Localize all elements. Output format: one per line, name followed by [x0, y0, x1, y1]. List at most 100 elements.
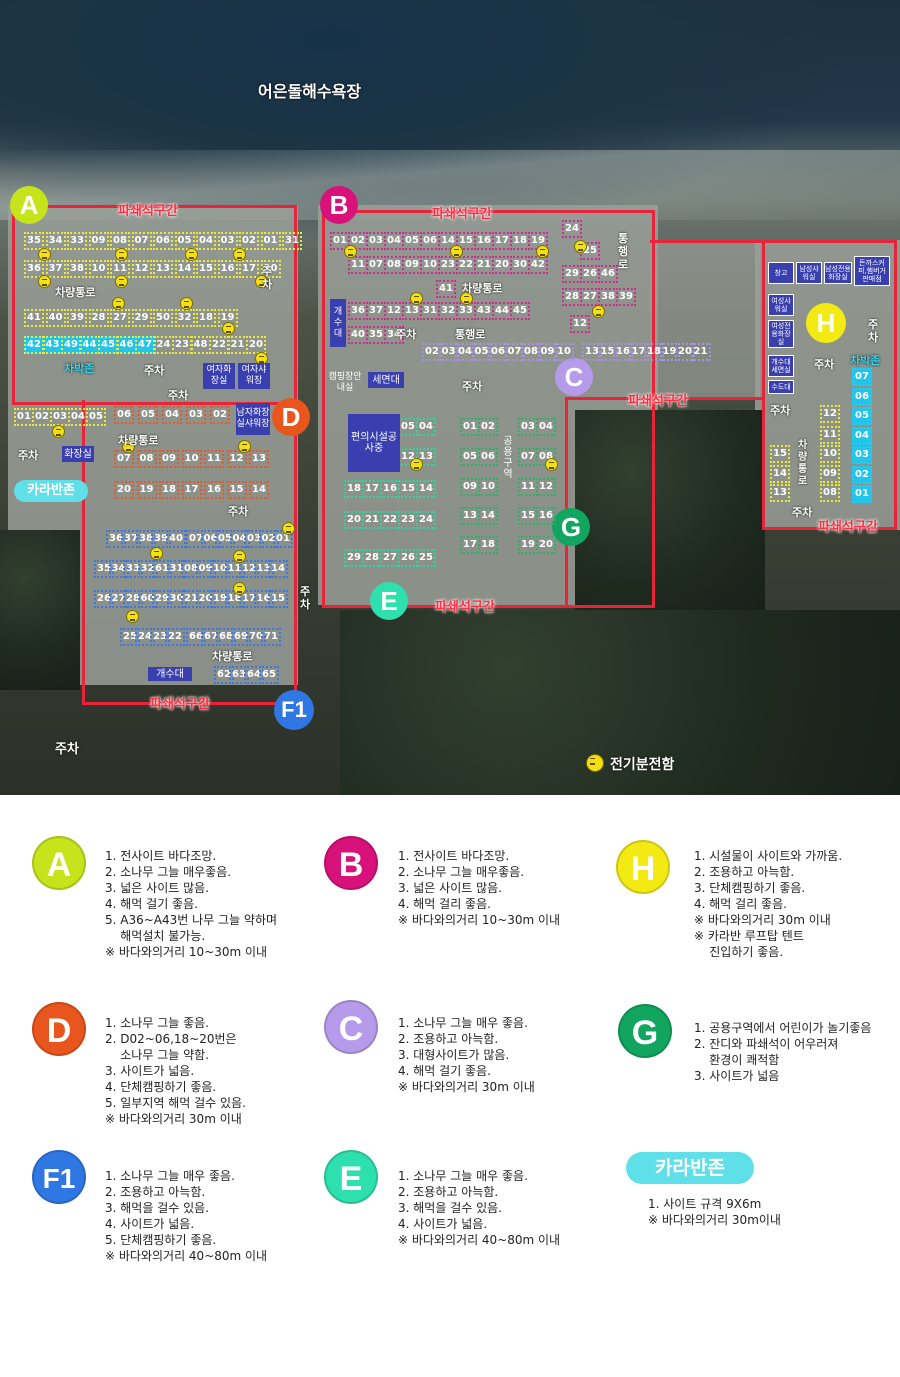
campsite-plot[interactable]: 41: [436, 280, 456, 298]
campsite-plot[interactable]: 29: [344, 549, 364, 567]
campsite-plot[interactable]: 13: [249, 450, 269, 468]
campsite-plot[interactable]: 23: [438, 256, 458, 274]
campsite-plot[interactable]: 16: [217, 260, 238, 278]
campsite-plot[interactable]: 12: [820, 405, 840, 423]
campsite-plot[interactable]: 04: [416, 418, 436, 436]
campsite-plot[interactable]: 03: [244, 530, 264, 548]
campsite-plot[interactable]: 29: [131, 309, 152, 327]
campsite-plot[interactable]: 06: [488, 343, 508, 361]
campsite-plot[interactable]: 08: [136, 450, 157, 468]
campsite-plot[interactable]: 07: [131, 232, 152, 250]
campsite-plot[interactable]: 17: [460, 536, 480, 554]
campsite-plot[interactable]: 33: [67, 232, 87, 250]
campsite-plot[interactable]: 27: [380, 549, 400, 567]
campsite-plot[interactable]: 14: [174, 260, 195, 278]
campsite-plot[interactable]: 20: [675, 343, 695, 361]
campsite-plot[interactable]: 07: [186, 530, 206, 548]
campsite-plot[interactable]: 24: [562, 220, 582, 238]
campsite-plot[interactable]: 13: [153, 260, 173, 278]
campsite-plot[interactable]: 39: [67, 309, 87, 327]
campsite-plot[interactable]: 46: [116, 336, 137, 354]
campsite-plot[interactable]: 06: [200, 530, 221, 548]
campsite-plot[interactable]: 41: [24, 309, 44, 327]
campsite-plot[interactable]: 36: [348, 302, 368, 320]
campsite-plot[interactable]: 16: [253, 590, 274, 608]
campsite-plot[interactable]: 17: [362, 480, 382, 498]
campsite-plot[interactable]: 65: [259, 666, 279, 684]
campsite-plot[interactable]: 02: [478, 418, 498, 436]
campsite-plot[interactable]: 24: [416, 511, 436, 529]
campsite-plot[interactable]: 18: [510, 232, 530, 250]
campsite-plot[interactable]: 07: [366, 256, 386, 274]
campsite-plot[interactable]: 26: [398, 549, 418, 567]
campsite-plot[interactable]: 67: [201, 628, 221, 646]
campsite-plot[interactable]: 25: [120, 628, 140, 646]
campsite-plot[interactable]: 11: [518, 478, 538, 496]
campsite-plot[interactable]: 30: [510, 256, 530, 274]
campsite-plot[interactable]: 03: [852, 446, 872, 464]
campsite-plot[interactable]: 45: [98, 336, 118, 354]
campsite-plot[interactable]: 28: [362, 549, 382, 567]
campsite-plot[interactable]: 21: [690, 343, 711, 361]
campsite-plot[interactable]: 09: [402, 256, 422, 274]
campsite-plot[interactable]: 19: [210, 590, 230, 608]
campsite-plot[interactable]: 12: [570, 315, 590, 333]
campsite-plot[interactable]: 38: [136, 530, 156, 548]
campsite-plot[interactable]: 10: [210, 560, 230, 578]
campsite-plot[interactable]: 43: [42, 336, 63, 354]
campsite-plot[interactable]: 37: [45, 260, 66, 278]
campsite-plot[interactable]: 21: [227, 336, 248, 354]
campsite-plot[interactable]: 06: [478, 448, 498, 466]
campsite-plot[interactable]: 04: [536, 418, 556, 436]
campsite-plot[interactable]: 05: [215, 530, 235, 548]
campsite-plot[interactable]: 24: [135, 628, 155, 646]
campsite-plot[interactable]: 02: [32, 408, 52, 426]
campsite-plot[interactable]: 10: [181, 450, 202, 468]
campsite-plot[interactable]: 40: [166, 530, 186, 548]
campsite-plot[interactable]: 10: [554, 343, 574, 361]
campsite-plot[interactable]: 30: [166, 590, 187, 608]
campsite-plot[interactable]: 14: [249, 481, 269, 499]
campsite-plot[interactable]: 19: [136, 481, 157, 499]
campsite-plot[interactable]: 68: [216, 628, 236, 646]
campsite-plot[interactable]: 23: [150, 628, 170, 646]
campsite-plot[interactable]: 36: [106, 530, 126, 548]
campsite-plot[interactable]: 16: [380, 480, 400, 498]
campsite-plot[interactable]: 28: [123, 590, 143, 608]
campsite-plot[interactable]: 33: [123, 560, 143, 578]
campsite-plot[interactable]: 20: [492, 256, 512, 274]
campsite-plot[interactable]: 13: [253, 560, 274, 578]
campsite-plot[interactable]: 10: [420, 256, 440, 274]
campsite-plot[interactable]: 16: [613, 343, 633, 361]
campsite-plot[interactable]: 35: [94, 560, 114, 578]
campsite-plot[interactable]: 63: [229, 666, 249, 684]
campsite-plot[interactable]: 13: [402, 302, 422, 320]
campsite-plot[interactable]: 13: [582, 343, 602, 361]
campsite-plot[interactable]: 69: [231, 628, 251, 646]
campsite-plot[interactable]: 44: [492, 302, 512, 320]
campsite-plot[interactable]: 11: [204, 450, 224, 468]
campsite-plot[interactable]: 40: [45, 309, 66, 327]
campsite-plot[interactable]: 44: [79, 336, 100, 354]
campsite-plot[interactable]: 13: [460, 507, 480, 525]
campsite-plot[interactable]: 15: [226, 481, 247, 499]
campsite-plot[interactable]: 03: [438, 343, 459, 361]
campsite-plot[interactable]: 10: [820, 445, 840, 463]
campsite-plot[interactable]: 37: [366, 302, 386, 320]
campsite-plot[interactable]: 04: [455, 343, 475, 361]
campsite-plot[interactable]: 11: [820, 426, 840, 444]
campsite-plot[interactable]: 14: [416, 480, 436, 498]
campsite-plot[interactable]: 02: [239, 232, 259, 250]
campsite-plot[interactable]: 18: [478, 536, 498, 554]
campsite-plot[interactable]: 09: [88, 232, 109, 250]
campsite-plot[interactable]: 17: [239, 260, 259, 278]
campsite-plot[interactable]: 02: [422, 343, 442, 361]
campsite-plot[interactable]: 31: [420, 302, 440, 320]
campsite-plot[interactable]: 06: [114, 406, 134, 424]
campsite-plot[interactable]: 23: [398, 511, 418, 529]
campsite-plot[interactable]: 15: [196, 260, 216, 278]
campsite-plot[interactable]: 04: [162, 406, 182, 424]
campsite-plot[interactable]: 03: [50, 408, 70, 426]
campsite-plot[interactable]: 06: [852, 387, 872, 406]
campsite-plot[interactable]: 27: [108, 590, 129, 608]
